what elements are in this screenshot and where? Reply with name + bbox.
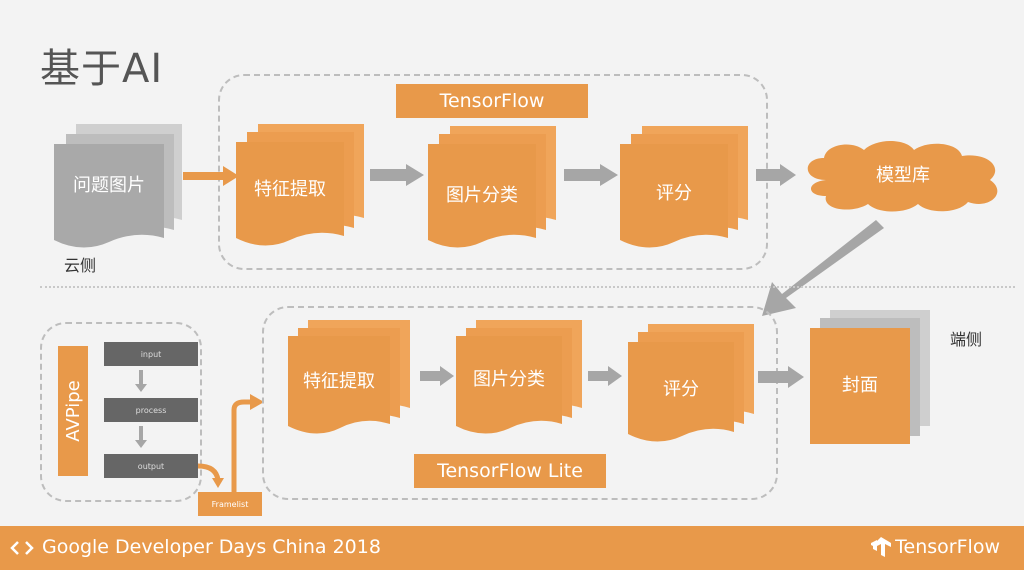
model-library-cloud: 模型库 [798, 140, 1008, 212]
cloud-side-label: 云侧 [64, 256, 97, 275]
cover-output-doc: 封面 [810, 310, 930, 444]
cloud-step-1-label: 特征提取 [254, 179, 326, 200]
device-side-label: 端侧 [950, 330, 983, 349]
cloud-step-2-label: 图片分类 [446, 185, 518, 206]
grey-arrow-icon [756, 164, 796, 186]
cloud-step-3-label: 评分 [656, 183, 692, 204]
cloud-step-feature-extract: 特征提取 [236, 124, 366, 246]
tensorflow-lite-banner: TensorFlow Lite [414, 454, 606, 488]
device-step-classify: 图片分类 [456, 320, 584, 434]
avpipe-step-process: process [104, 398, 198, 422]
grey-arrow-icon [758, 366, 804, 388]
avpipe-label: AVPipe [62, 380, 84, 442]
gdd-chevrons-icon [10, 541, 34, 555]
orange-curve-arrow-icon [198, 463, 224, 488]
down-arrow-icon [135, 370, 147, 392]
grey-arrow-icon [370, 164, 424, 186]
grey-diagonal-arrow-icon [762, 220, 884, 316]
slide-title: 基于AI [40, 46, 164, 92]
avpipe-group [40, 322, 202, 502]
device-step-score: 评分 [628, 324, 756, 442]
cloud-step-classify: 图片分类 [428, 126, 558, 248]
cloud-step-score: 评分 [620, 126, 750, 248]
tensorflow-logo-icon [871, 537, 892, 557]
orange-up-arrow-icon [231, 394, 264, 492]
grey-arrow-icon [564, 164, 618, 186]
section-divider [40, 286, 1015, 288]
cover-output-label: 封面 [842, 375, 878, 396]
device-step-3-label: 评分 [663, 379, 699, 400]
avpipe-step-output: output [104, 454, 198, 478]
grey-arrow-icon [588, 366, 622, 386]
tensorflow-banner: TensorFlow [396, 84, 588, 118]
footer-brand-text: TensorFlow [871, 536, 1000, 558]
device-step-feature-extract: 特征提取 [288, 320, 412, 434]
framelist-box: Framelist [198, 492, 262, 516]
grey-arrow-icon [420, 366, 454, 386]
device-step-2-label: 图片分类 [473, 369, 545, 390]
down-arrow-icon [135, 426, 147, 448]
avpipe-step-input: input [104, 342, 198, 366]
footer-bar: Google Developer Days China 2018 TensorF… [0, 526, 1024, 570]
problem-image-label: 问题图片 [73, 175, 145, 196]
model-library-label: 模型库 [876, 165, 930, 186]
avpipe-bar: AVPipe [58, 346, 88, 476]
problem-image-doc: 问题图片 [54, 124, 184, 248]
orange-arrow-icon [183, 166, 239, 186]
footer-brand-label: TensorFlow [895, 536, 1000, 558]
tensorflow-lite-group [262, 306, 778, 500]
device-step-1-label: 特征提取 [303, 371, 375, 392]
footer-event-text: Google Developer Days China 2018 [42, 536, 381, 558]
